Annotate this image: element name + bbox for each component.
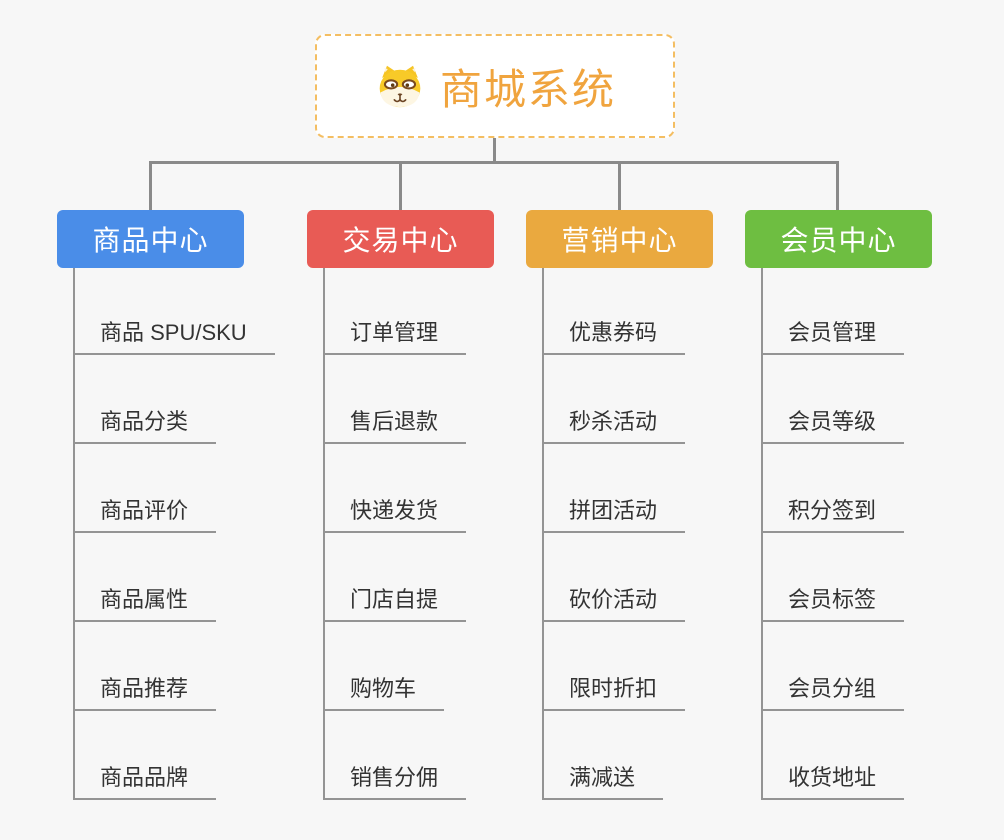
subtopic-item[interactable]: 积分签到 bbox=[761, 497, 905, 533]
branch-column-marketing: 营销中心 优惠券码 秒杀活动 拼团活动 砍价活动 限时折扣 满减送 bbox=[526, 210, 713, 800]
connector-drop-marketing bbox=[618, 161, 621, 210]
subtopic-item[interactable]: 售后退款 bbox=[323, 408, 467, 444]
subtopic-item[interactable]: 商品分类 bbox=[73, 408, 217, 444]
subtopic-item[interactable]: 商品推荐 bbox=[73, 675, 217, 711]
connector-drop-product bbox=[149, 161, 152, 210]
subtopic-item[interactable]: 秒杀活动 bbox=[542, 408, 686, 444]
root-topic-label: 商城系统 bbox=[439, 65, 616, 113]
subtopic-item[interactable]: 商品评价 bbox=[73, 497, 217, 533]
subtopic-item[interactable]: 会员管理 bbox=[761, 319, 905, 355]
branch-node-trade[interactable]: 交易中心 bbox=[307, 210, 494, 268]
branch-node-marketing[interactable]: 营销中心 bbox=[526, 210, 713, 268]
subtopic-item[interactable]: 订单管理 bbox=[323, 319, 467, 355]
connector-drop-member bbox=[836, 161, 839, 210]
branch-spine bbox=[542, 268, 544, 800]
subtopic-item[interactable]: 拼团活动 bbox=[542, 497, 686, 533]
branch-spine bbox=[73, 268, 75, 800]
connector-root-stem bbox=[493, 138, 496, 163]
subtopic-item[interactable]: 销售分佣 bbox=[323, 764, 467, 800]
subtopic-item[interactable]: 收货地址 bbox=[761, 764, 905, 800]
subtopic-item[interactable]: 砍价活动 bbox=[542, 586, 686, 622]
subtopic-item[interactable]: 商品 SPU/SKU bbox=[73, 319, 275, 355]
branch-column-trade: 交易中心 订单管理 售后退款 快递发货 门店自提 购物车 销售分佣 bbox=[307, 210, 494, 800]
connector-bus bbox=[149, 161, 839, 164]
subtopic-item[interactable]: 优惠券码 bbox=[542, 319, 686, 355]
branch-node-member[interactable]: 会员中心 bbox=[745, 210, 932, 268]
branch-column-product: 商品中心 商品 SPU/SKU 商品分类 商品评价 商品属性 商品推荐 商品品牌 bbox=[57, 210, 275, 800]
subtopic-item[interactable]: 限时折扣 bbox=[542, 675, 686, 711]
branch-spine bbox=[761, 268, 763, 800]
shiba-dog-icon bbox=[374, 63, 426, 109]
root-topic-node[interactable]: 商城系统 bbox=[315, 34, 675, 138]
connector-drop-trade bbox=[399, 161, 402, 210]
subtopic-item[interactable]: 会员等级 bbox=[761, 408, 905, 444]
subtopic-item[interactable]: 购物车 bbox=[323, 675, 445, 711]
subtopic-item[interactable]: 会员标签 bbox=[761, 586, 905, 622]
subtopic-item[interactable]: 快递发货 bbox=[323, 497, 467, 533]
subtopic-item[interactable]: 会员分组 bbox=[761, 675, 905, 711]
branch-column-member: 会员中心 会员管理 会员等级 积分签到 会员标签 会员分组 收货地址 bbox=[745, 210, 932, 800]
subtopic-item[interactable]: 满减送 bbox=[542, 764, 664, 800]
branch-spine bbox=[323, 268, 325, 800]
subtopic-item[interactable]: 商品品牌 bbox=[73, 764, 217, 800]
branch-node-product[interactable]: 商品中心 bbox=[57, 210, 244, 268]
subtopic-item[interactable]: 门店自提 bbox=[323, 586, 467, 622]
subtopic-item[interactable]: 商品属性 bbox=[73, 586, 217, 622]
